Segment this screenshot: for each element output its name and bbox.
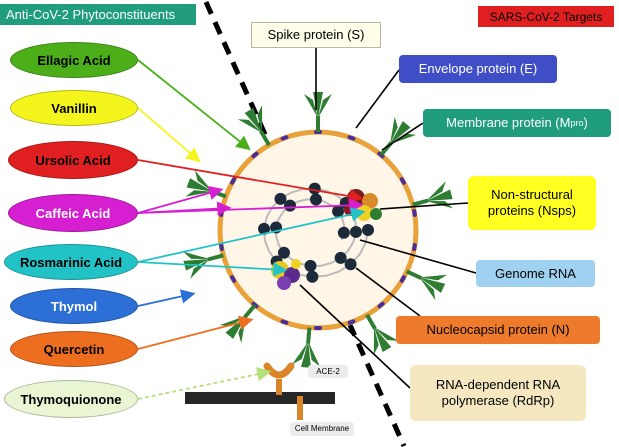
target-pointer <box>379 202 469 210</box>
target-spike-protein: Spike protein (S) <box>251 22 381 48</box>
compound-rosmarinic-acid: Rosmarinic Acid <box>4 244 138 280</box>
compound-thymoquionone: Thymoquionone <box>4 380 138 418</box>
virus-envelope <box>217 129 419 331</box>
envelope-protein-dot <box>399 177 406 185</box>
nucleocapsid-bead <box>362 224 374 236</box>
envelope-protein-dot <box>377 301 385 309</box>
compound-arrow <box>137 207 366 263</box>
compound-ellagic-acid: Ellagic Acid <box>10 42 138 78</box>
target-envelope-protein: Envelope protein (E) <box>399 55 557 83</box>
target-nsps: Non-structural proteins (Nsps) <box>468 176 596 230</box>
compound-caffeic-acid: Caffeic Acid <box>8 194 138 232</box>
target-pointer <box>381 122 424 151</box>
envelope-protein-dot <box>347 319 356 325</box>
envelope-protein-dot <box>280 135 289 141</box>
compound-arrow <box>137 289 196 307</box>
compound-arrow <box>137 159 364 204</box>
compound-arrow <box>137 59 251 151</box>
arrows-layer <box>137 59 366 400</box>
envelope-protein-dot <box>347 135 356 141</box>
nucleocapsid-bead <box>258 222 271 235</box>
cell-membrane-label: Cell Membrane <box>290 422 354 436</box>
envelope-protein-dot <box>251 151 259 159</box>
target-pointers <box>299 48 477 389</box>
target-genome-rna: Genome RNA <box>476 260 595 287</box>
target-pointer <box>355 69 400 129</box>
nucleocapsid-bead <box>349 225 362 238</box>
compound-arrow <box>137 185 224 214</box>
envelope-protein-dot <box>219 243 224 251</box>
nucleocapsid-bead <box>344 258 357 271</box>
envelope-protein-dot <box>280 319 289 325</box>
envelope-protein-dot <box>230 177 237 185</box>
compound-arrow <box>137 198 364 214</box>
compound-quercetin: Quercetin <box>10 331 138 367</box>
target-pointer <box>355 267 421 317</box>
phytoconstituents-header: Anti-CoV-2 Phytoconstituents <box>0 4 196 25</box>
nucleocapsid-bead <box>274 192 287 205</box>
nucleocapsid-bead <box>337 226 350 239</box>
spike-protein <box>292 327 321 368</box>
target-nucleocapsid-protein: Nucleocapsid protein (N) <box>396 316 600 344</box>
phytoconstituents-header-text: Anti-CoV-2 Phytoconstituents <box>6 6 176 22</box>
nucleocapsid-bead <box>309 193 322 206</box>
nucleocapsid-bead <box>306 270 319 283</box>
nucleocapsid-bead <box>304 259 317 272</box>
compound-arrow <box>137 367 272 400</box>
compound-arrow <box>137 261 288 277</box>
compound-ursolic-acid: Ursolic Acid <box>8 141 138 179</box>
compound-arrow <box>137 315 254 350</box>
targets-header: SARS-CoV-2 Targets <box>478 6 614 27</box>
targets-header-text: SARS-CoV-2 Targets <box>489 9 603 24</box>
compound-vanillin: Vanillin <box>10 90 138 126</box>
nucleocapsid-bead <box>277 246 290 259</box>
target-pointer <box>359 239 477 274</box>
compound-thymol: Thymol <box>10 288 138 324</box>
envelope-protein-dot <box>399 275 406 283</box>
spike-protein <box>304 92 332 132</box>
spike-protein <box>365 313 399 355</box>
cell-membrane-bar <box>185 392 335 404</box>
envelope-protein-dot <box>230 275 237 283</box>
nucleocapsid-bead <box>284 199 297 212</box>
envelope-protein-dot <box>412 243 417 251</box>
compound-arrow <box>137 107 201 163</box>
target-pointer <box>299 284 411 389</box>
target-rdrp: RNA-dependent RNA polymerase (RdRp) <box>410 365 586 421</box>
ace2-label: ACE-2 <box>308 365 348 378</box>
nucleocapsid-bead <box>332 205 345 218</box>
envelope-protein-dot <box>412 209 417 217</box>
nucleocapsid-bead <box>334 251 347 264</box>
envelope-protein-dot <box>314 326 322 330</box>
